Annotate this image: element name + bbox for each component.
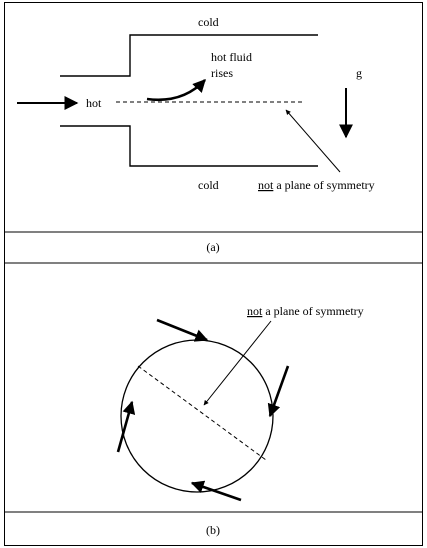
- caption-a: (a): [206, 240, 219, 254]
- flow-arrow-top: [156, 318, 209, 342]
- symmetry-label-b-not: not: [247, 304, 263, 318]
- panel-a: cold cold hot hot fluid rises g not a pl…: [17, 15, 375, 254]
- rises-label: rises: [211, 66, 233, 80]
- figure-frame: [4, 2, 423, 546]
- symmetry-label-b: not a plane of symmetry: [247, 304, 364, 318]
- hot-label: hot: [86, 96, 102, 110]
- hot-fluid-rises-arrow: [146, 79, 206, 101]
- pipe-lower-wall: [60, 125, 318, 167]
- flow-arrow-right: [267, 365, 290, 418]
- symmetry-label-a-rest: a plane of symmetry: [273, 178, 374, 192]
- caption-b: (b): [206, 523, 220, 537]
- symmetry-leader-arrow-a: [285, 109, 341, 173]
- cold-top-label: cold: [198, 15, 219, 29]
- symmetry-label-b-rest: a plane of symmetry: [262, 304, 363, 318]
- pipe-cross-section-circle: [120, 339, 274, 493]
- hot-fluid-label: hot fluid: [211, 50, 252, 64]
- cold-bottom-label: cold: [198, 178, 219, 192]
- diameter-dashed: [137, 365, 267, 461]
- gravity-label: g: [356, 66, 362, 80]
- flow-arrow-left: [116, 400, 136, 453]
- symmetry-label-a-not: not: [258, 178, 274, 192]
- symmetry-leader-arrow-b: [203, 320, 272, 406]
- panel-b: not a plane of symmetry (b): [116, 304, 364, 537]
- flow-arrow-bottom: [190, 480, 242, 502]
- symmetry-label-a: not a plane of symmetry: [258, 178, 375, 192]
- pipe-upper-wall: [60, 34, 318, 77]
